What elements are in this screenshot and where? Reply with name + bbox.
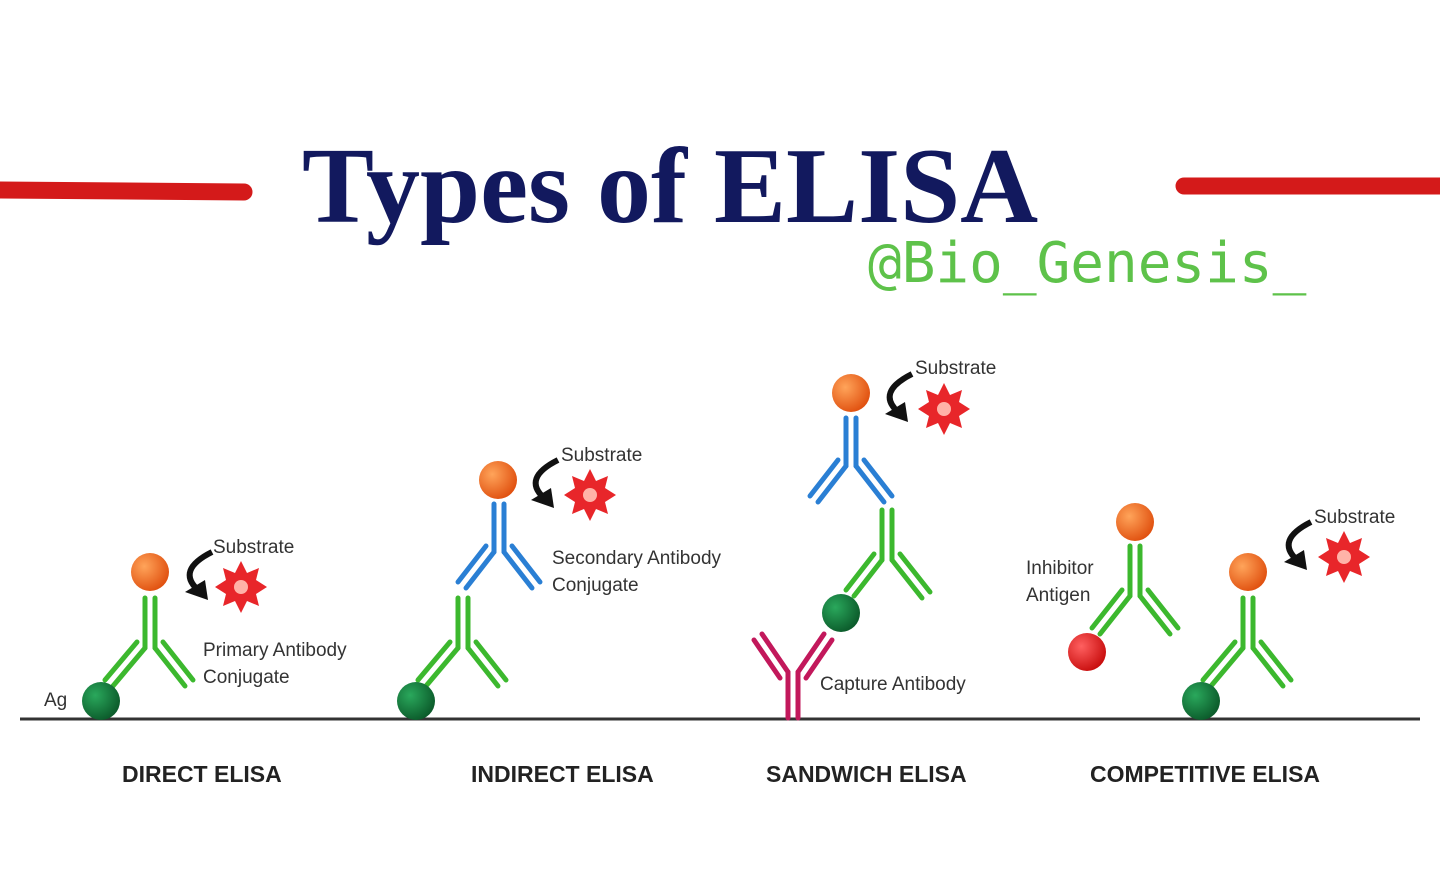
substrate-label: Substrate [915,358,996,379]
secondary-antibody-icon [807,415,895,505]
competitive-elisa-panel: Substrate Inhibitor Antigen COMPETITIVE … [1026,503,1395,787]
primary-antibody-icon [415,595,509,689]
capture-antibody-icon [751,631,835,721]
substrate-burst-icon [1318,531,1370,583]
competitive-elisa-caption: COMPETITIVE ELISA [1090,761,1320,787]
enzyme-icon [131,553,169,591]
left-accent-line [0,181,253,201]
watermark-handle: @Bio_Genesis_ [868,231,1307,296]
inhibitor-label: Inhibitor [1026,558,1094,579]
indirect-elisa-caption: INDIRECT ELISA [471,761,654,787]
enzyme-icon [832,374,870,412]
inhibitor-antigen-icon [1068,633,1106,671]
primary-conjugate-label: Conjugate [203,667,290,688]
substrate-label: Substrate [1314,507,1395,528]
antigen-icon [397,682,435,720]
arrowhead-icon [531,488,554,508]
substrate-label: Substrate [213,537,294,558]
arrowhead-icon [185,580,208,600]
antigen-icon [822,594,860,632]
antigen-label: Ag [44,690,67,711]
substrate-burst-icon [564,469,616,521]
secondary-antibody-icon [455,501,543,591]
sandwich-elisa-panel: Substrate Capture Antibody SANDWICH ELIS… [751,358,996,787]
arrowhead-icon [885,402,908,422]
enzyme-icon [479,461,517,499]
primary-antibody-icon [102,595,196,689]
substrate-burst-icon [215,561,267,613]
antigen-icon [82,682,120,720]
secondary-antibody-label: Secondary Antibody [552,548,722,569]
sandwich-elisa-caption: SANDWICH ELISA [766,761,967,787]
primary-antibody-label: Primary Antibody [203,640,347,661]
enzyme-icon [1116,503,1154,541]
detection-antibody-icon [843,507,933,601]
secondary-conjugate-label: Conjugate [552,575,639,596]
direct-elisa-panel: Substrate Primary Antibody Conjugate Ag … [44,537,347,787]
direct-elisa-caption: DIRECT ELISA [122,761,282,787]
arrowhead-icon [1284,550,1307,570]
inhibitor-antibody-icon [1089,543,1181,637]
page-title: Types of ELISA [302,127,1038,246]
indirect-elisa-panel: Substrate Secondary Antibody Conjugate I… [397,445,722,787]
substrate-label: Substrate [561,445,642,466]
substrate-burst-icon [918,383,970,435]
primary-antibody-icon [1200,595,1294,689]
capture-antibody-label: Capture Antibody [820,674,966,695]
inhibitor-antigen-label: Antigen [1026,585,1090,606]
enzyme-icon [1229,553,1267,591]
antigen-icon [1182,682,1220,720]
